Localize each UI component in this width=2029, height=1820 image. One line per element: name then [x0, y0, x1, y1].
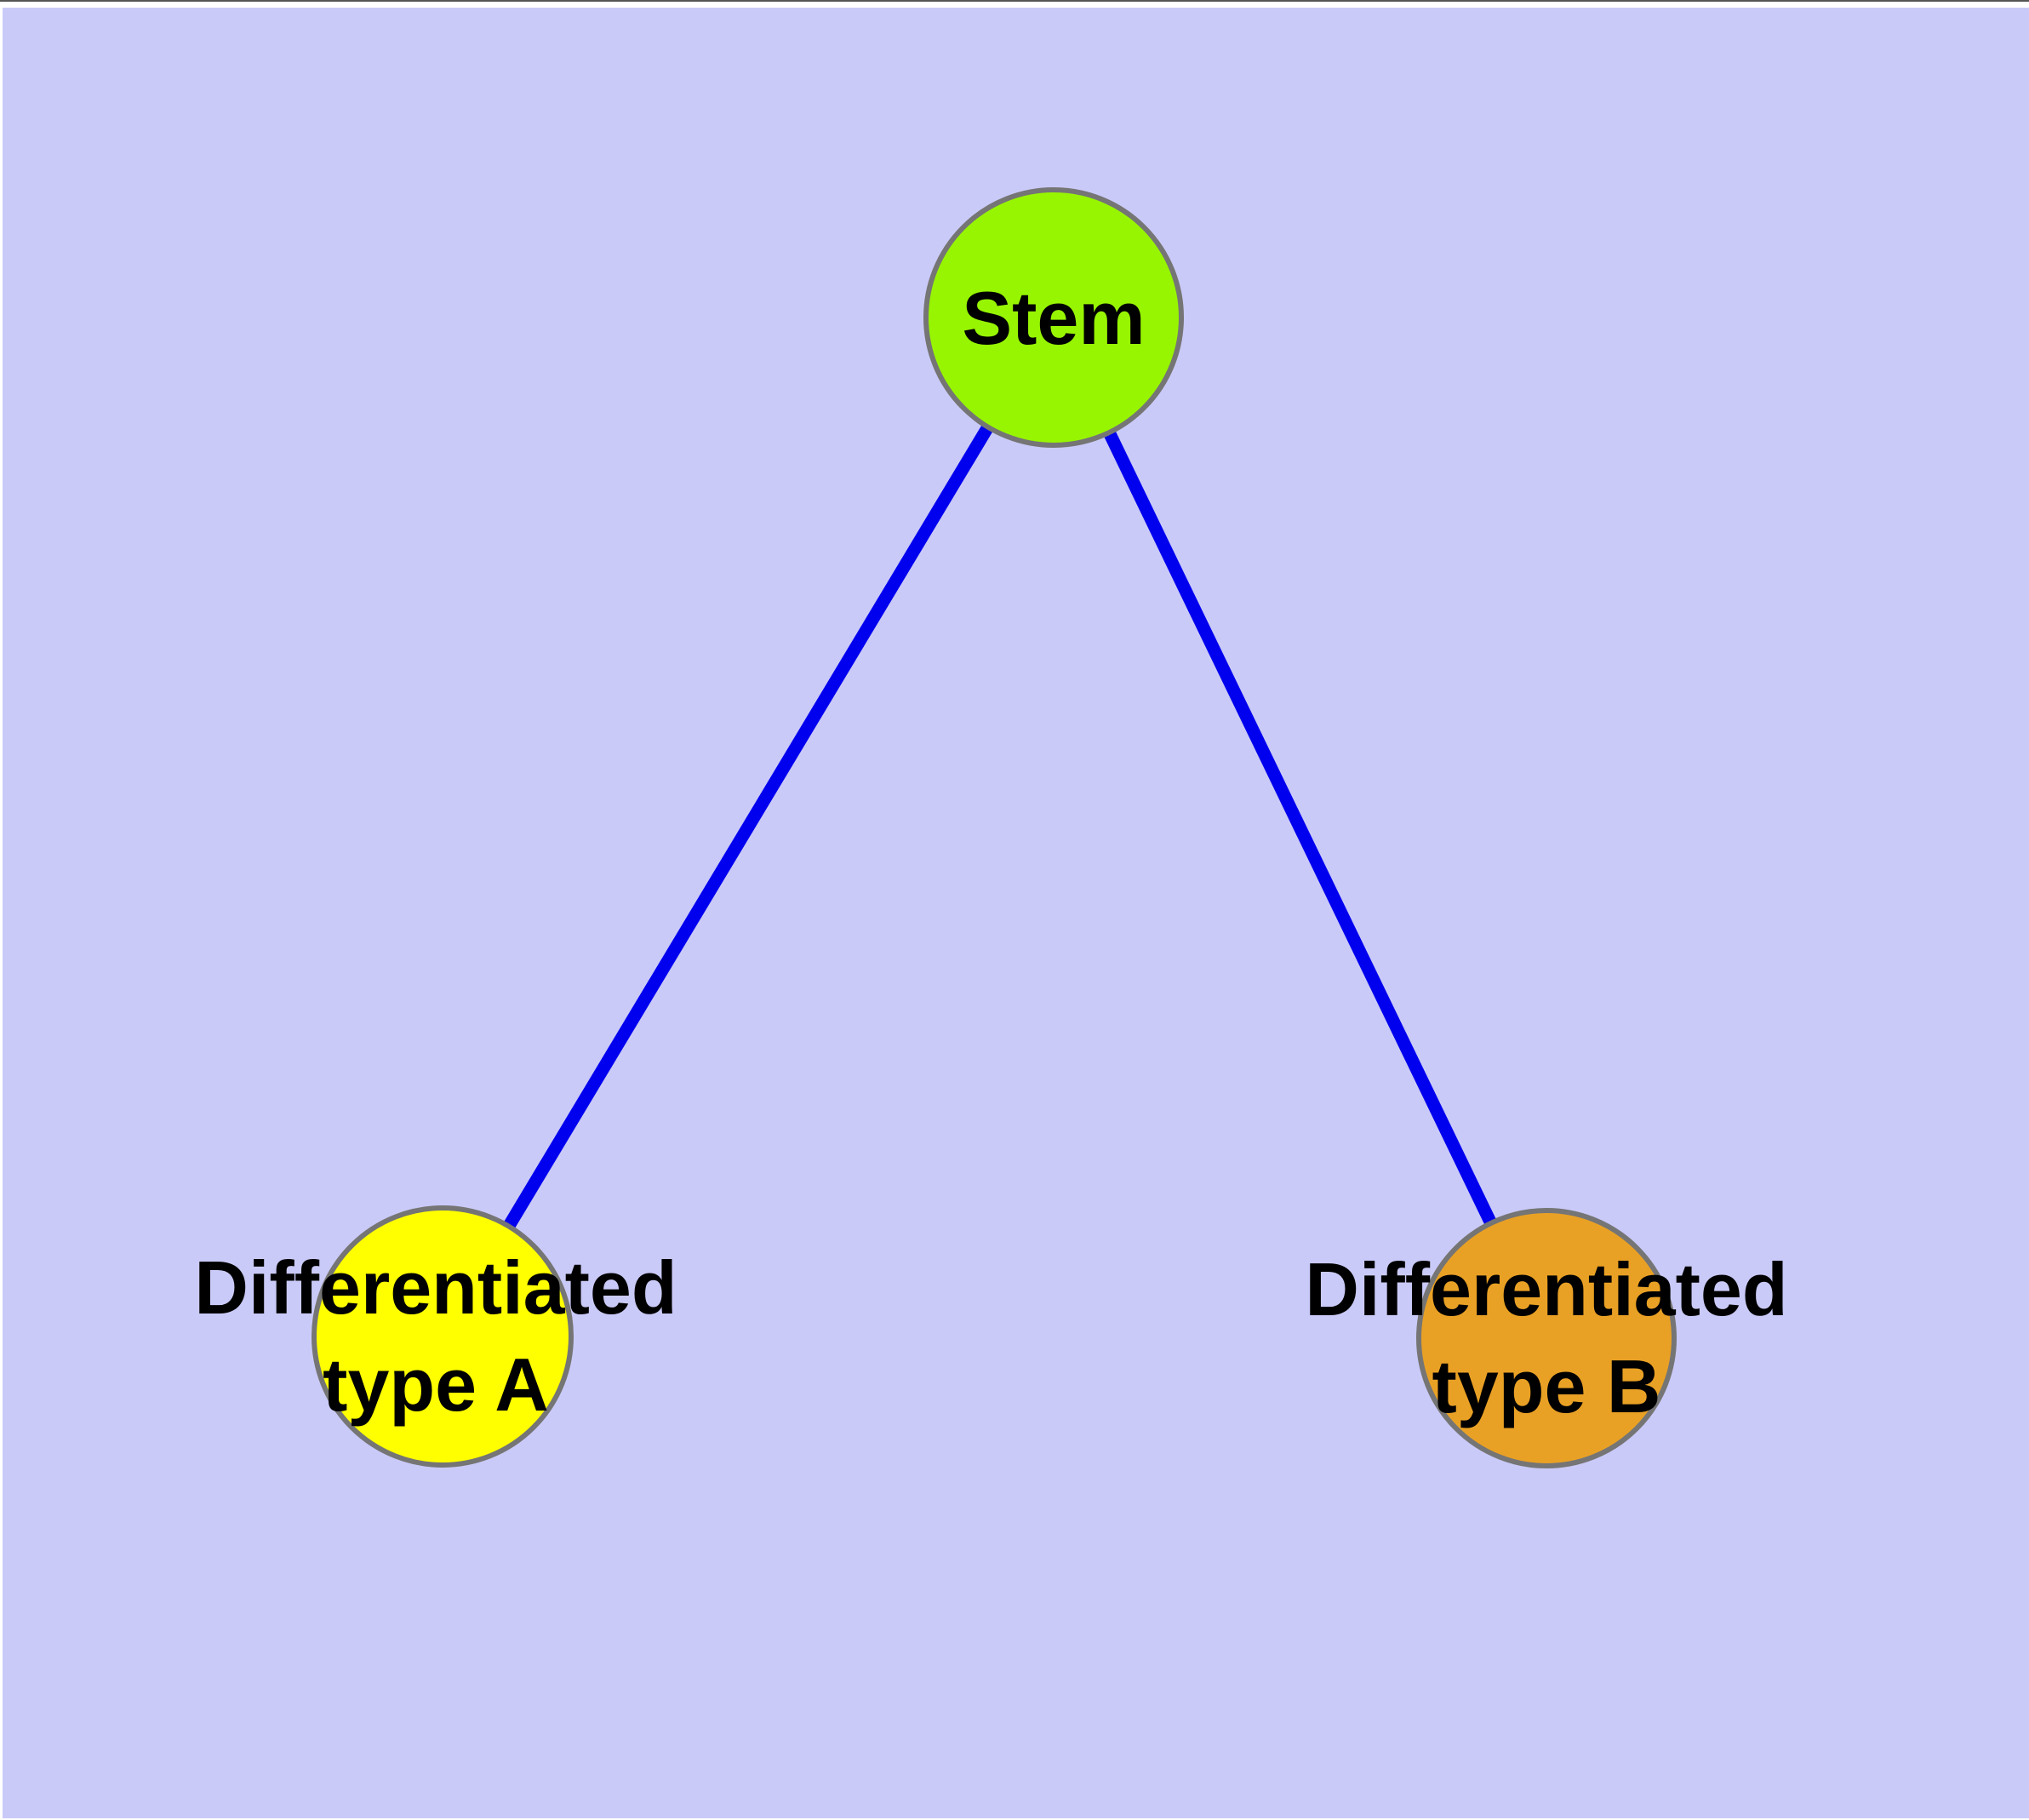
- node-differentiated-type-b[interactable]: Differentiated type B: [1305, 1208, 1788, 1468]
- window-frame-top: [0, 0, 2029, 8]
- node-stem-circle[interactable]: [923, 187, 1184, 448]
- node-differentiated-type-a-label-line2: type A: [323, 1342, 549, 1427]
- node-differentiated-type-b-label-line2: type B: [1432, 1344, 1661, 1428]
- node-differentiated-type-a-label-line1: Differentiated: [194, 1245, 677, 1330]
- edge-stem-to-type-a: [437, 314, 1060, 1340]
- window-frame-top-line: [0, 0, 2029, 2]
- node-differentiated-type-b-circle[interactable]: [1416, 1208, 1677, 1468]
- window-frame-left: [0, 0, 3, 1820]
- node-stem[interactable]: Stem: [923, 187, 1184, 448]
- node-differentiated-type-b-label-line1: Differentiated: [1305, 1247, 1787, 1331]
- window-frame-bottom: [0, 1818, 2029, 1820]
- edge-stem-to-type-b: [1048, 314, 1552, 1342]
- node-differentiated-type-a[interactable]: Differentiated type A: [194, 1205, 677, 1468]
- node-differentiated-type-a-circle[interactable]: [311, 1205, 574, 1468]
- node-stem-label: Stem: [962, 276, 1145, 360]
